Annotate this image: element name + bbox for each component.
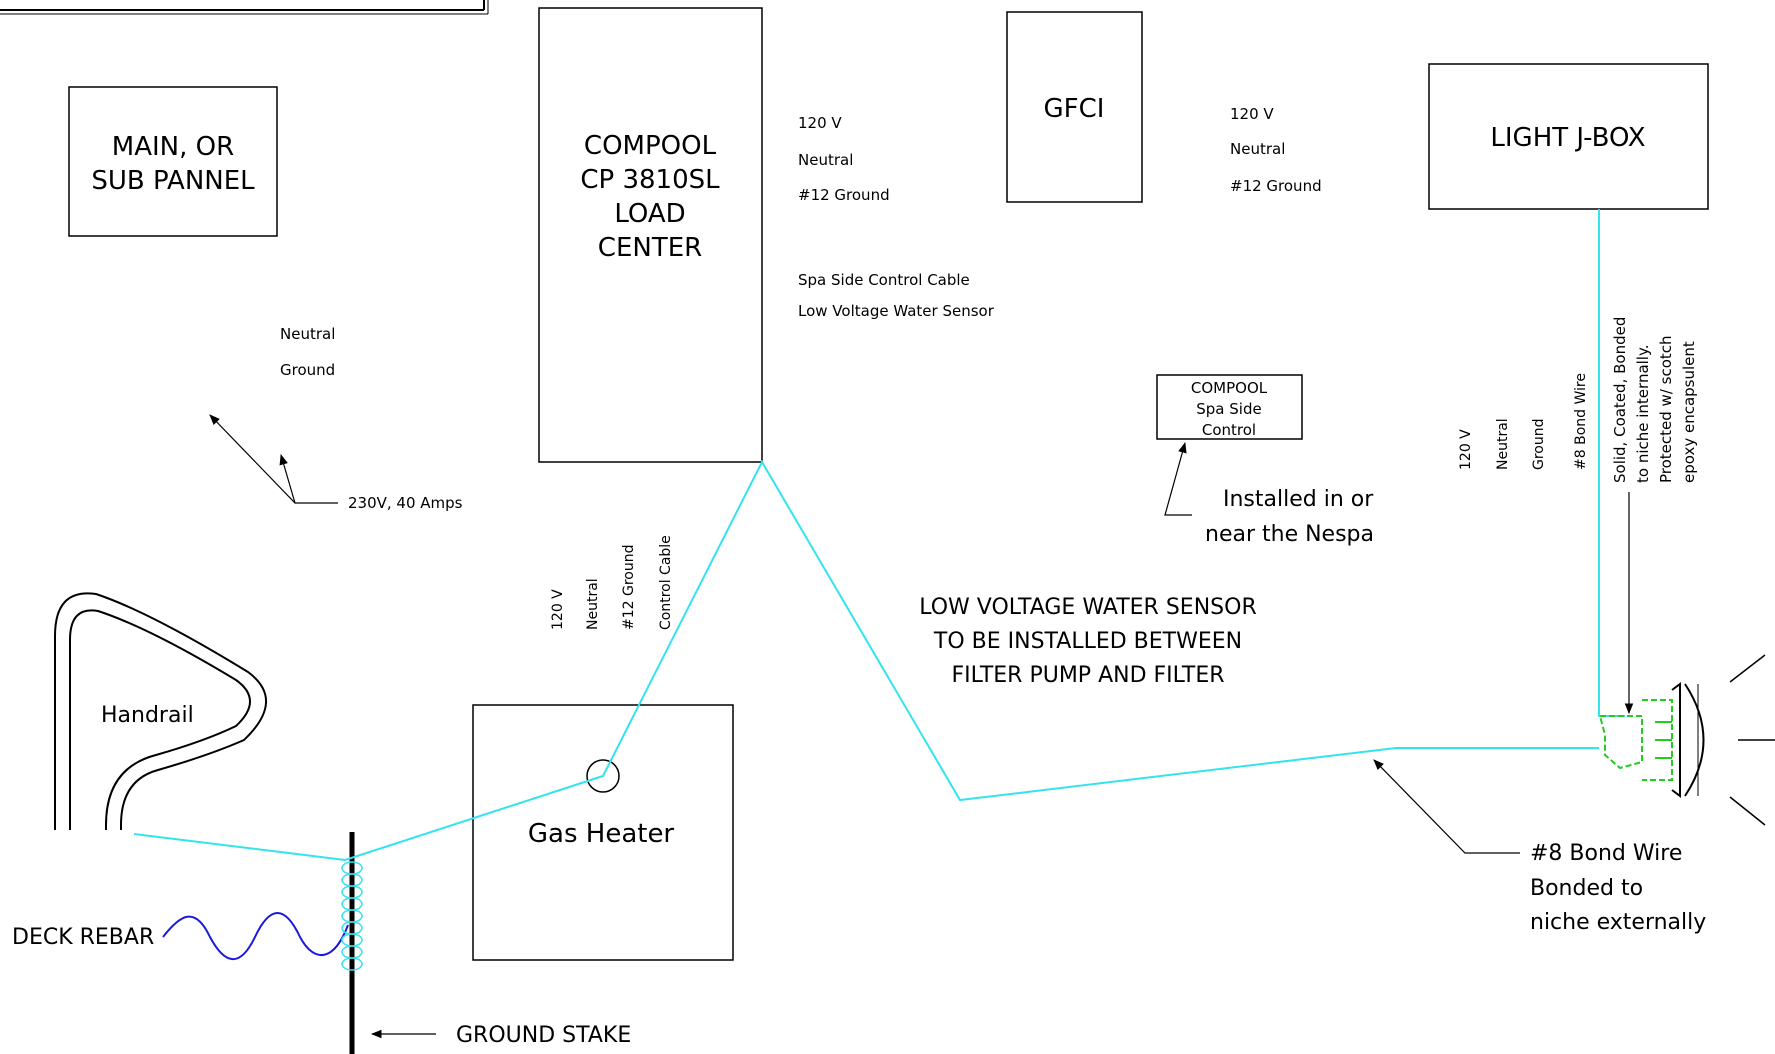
heater-wire-120v: 120 V: [550, 589, 566, 630]
light-wire-ground: Ground: [1531, 419, 1547, 471]
main-panel-label-2: SUB PANNEL: [91, 166, 255, 196]
gas-heater-box: Gas Heater: [472, 704, 734, 961]
lc-wire-120v: 120 V: [798, 114, 842, 132]
bond-wire-run: [133, 209, 1625, 862]
heater-bond-lug: [586, 759, 620, 793]
light-wire-120v: 120 V: [1458, 429, 1474, 470]
internal-bond-line-1: Solid, Coated, Bonded: [1611, 317, 1629, 483]
light-wire-neutral: Neutral: [1495, 418, 1511, 470]
feed-neutral: Neutral: [280, 325, 335, 343]
gfci-wire-neutral: Neutral: [1230, 140, 1285, 158]
light-wire-bond: #8 Bond Wire: [1573, 373, 1589, 470]
gfci-wire-ground: #12 Ground: [1230, 177, 1322, 195]
heater-feed-labels: 120 V Neutral #12 Ground Control Cable: [550, 535, 674, 630]
load-center-label-3: LOAD: [614, 199, 685, 229]
sensor-note-line-3: FILTER PUMP AND FILTER: [951, 663, 1224, 688]
gas-heater-label: Gas Heater: [528, 819, 675, 849]
load-center-box: COMPOOL CP 3810SL LOAD CENTER: [538, 7, 763, 463]
bond-wire-note: #8 Bond Wire Bonded to niche externally: [1373, 759, 1706, 935]
light-ray-3: [1729, 796, 1766, 826]
lc-wire-ground: #12 Ground: [798, 186, 890, 204]
load-center-label-2: CP 3810SL: [580, 165, 720, 195]
stake-wire-wrap: [341, 861, 363, 971]
bond-note-line-2: Bonded to: [1530, 876, 1643, 901]
spa-note-line-1: Installed in or: [1223, 487, 1374, 512]
spa-side-control-box: COMPOOL Spa Side Control: [1156, 374, 1303, 440]
ground-stake: GROUND STAKE: [341, 832, 631, 1054]
spa-note-leader: [1164, 441, 1192, 516]
main-panel-box: MAIN, OR SUB PANNEL: [68, 86, 278, 237]
feed-ground: Ground: [280, 361, 335, 379]
panel-feed-labels: Neutral Ground 230V, 40 Amps: [209, 325, 463, 512]
bond-note-leader: [1373, 759, 1520, 854]
pool-light-niche: [1598, 654, 1775, 826]
handrail-label: Handrail: [101, 703, 194, 728]
spa-note-line-2: near the Nespa: [1205, 522, 1374, 547]
lc-wire-control-cable: Spa Side Control Cable: [798, 271, 970, 289]
internal-bond-line-3: Protected w/ scotch: [1657, 335, 1675, 483]
lc-wire-water-sensor: Low Voltage Water Sensor: [798, 302, 995, 320]
gfci-box: GFCI: [1006, 11, 1143, 203]
load-center-wire-labels: 120 V Neutral #12 Ground Spa Side Contro…: [798, 114, 995, 320]
light-jbox: LIGHT J-BOX: [1428, 63, 1709, 210]
heater-wire-control: Control Cable: [658, 535, 674, 630]
spa-control-note: Installed in or near the Nespa: [1164, 441, 1374, 547]
internal-bond-line-4: epoxy encapsulent: [1680, 341, 1698, 483]
deck-rebar-label: DECK REBAR: [12, 925, 154, 950]
water-sensor-note: LOW VOLTAGE WATER SENSOR TO BE INSTALLED…: [919, 595, 1256, 688]
light-feed-labels: 120 V Neutral Ground #8 Bond Wire: [1458, 373, 1589, 470]
bond-note-line-1: #8 Bond Wire: [1530, 841, 1682, 866]
heater-wire-ground: #12 Ground: [621, 545, 637, 631]
internal-bond-note: Solid, Coated, Bonded to niche internall…: [1611, 317, 1698, 715]
bond-note-line-3: niche externally: [1530, 910, 1706, 935]
feed-leader-1: [209, 414, 338, 504]
internal-bond-line-2: to niche internally.: [1634, 345, 1652, 483]
gfci-wire-120v: 120 V: [1230, 105, 1274, 123]
load-center-label-4: CENTER: [598, 233, 702, 263]
ground-stake-label: GROUND STAKE: [456, 1023, 631, 1048]
heater-wire-neutral: Neutral: [585, 578, 601, 630]
deck-rebar: DECK REBAR: [12, 912, 349, 961]
feed-rating: 230V, 40 Amps: [348, 494, 463, 512]
load-center-label-1: COMPOOL: [584, 131, 717, 161]
sensor-note-line-2: TO BE INSTALLED BETWEEN: [933, 629, 1242, 654]
gfci-label: GFCI: [1044, 94, 1105, 124]
spa-control-label-2: Spa Side: [1196, 400, 1261, 418]
spa-control-label-3: Control: [1202, 421, 1256, 439]
lc-wire-neutral: Neutral: [798, 151, 853, 169]
light-jbox-label: LIGHT J-BOX: [1490, 123, 1645, 153]
feed-leader-2: [279, 453, 296, 504]
handrail: Handrail: [54, 592, 267, 830]
main-panel-label-1: MAIN, OR: [112, 132, 234, 162]
gfci-wire-labels: 120 V Neutral #12 Ground: [1230, 105, 1322, 195]
title-block-corner: [0, 0, 489, 15]
sensor-note-line-1: LOW VOLTAGE WATER SENSOR: [919, 595, 1256, 620]
light-ray-1: [1729, 654, 1766, 683]
spa-control-label-1: COMPOOL: [1191, 379, 1268, 397]
